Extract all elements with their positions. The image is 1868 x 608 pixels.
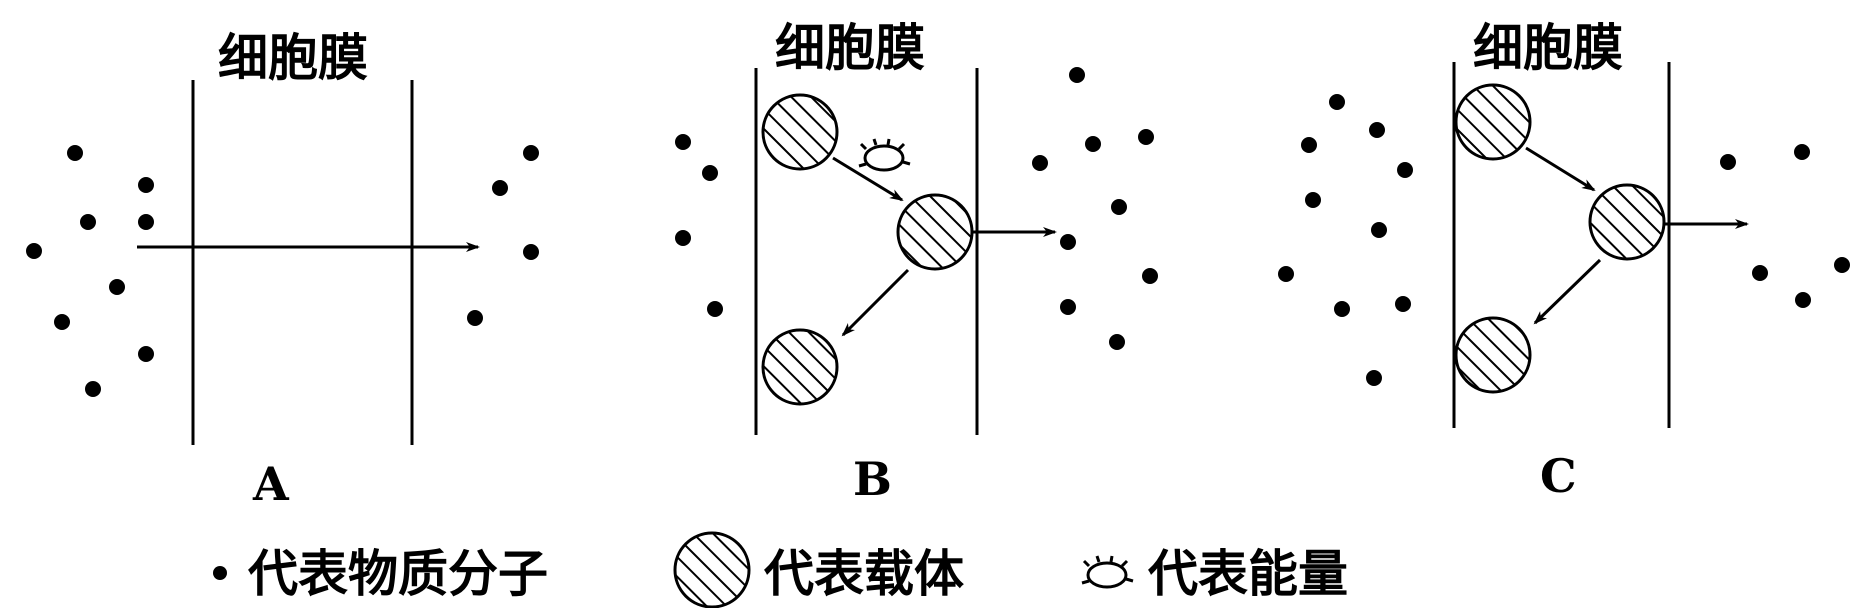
molecule-dot <box>467 310 483 326</box>
molecule-dot <box>675 230 691 246</box>
molecule-dot <box>1109 334 1125 350</box>
molecule-dot <box>1366 370 1382 386</box>
molecule-dot <box>54 314 70 330</box>
molecule-dot <box>523 244 539 260</box>
molecule-dot <box>1752 265 1768 281</box>
legend-energy-label: 代表能量 <box>1147 545 1348 603</box>
molecule-dot <box>702 165 718 181</box>
molecule-dot <box>1142 268 1158 284</box>
molecule-dot <box>1395 296 1411 312</box>
panel-letter-a: A <box>252 457 290 511</box>
molecule-dot <box>1138 129 1154 145</box>
molecule-dot <box>1720 154 1736 170</box>
molecule-dot <box>1060 299 1076 315</box>
molecule-dot <box>1834 257 1850 273</box>
legend-carrier-label: 代表载体 <box>763 545 964 603</box>
carrier-move-arrow-c-2 <box>1533 258 1602 325</box>
molecule-dot <box>26 243 42 259</box>
molecule-dot <box>138 214 154 230</box>
molecule-dot <box>80 214 96 230</box>
energy-icon <box>858 138 911 172</box>
membrane-label-a: 细胞膜 <box>218 29 368 87</box>
molecule-dot <box>707 301 723 317</box>
molecule-dot <box>492 180 508 196</box>
molecule-dot <box>85 381 101 397</box>
membrane-label-b: 细胞膜 <box>775 19 925 77</box>
molecule-dot <box>1794 144 1810 160</box>
carrier-b-top <box>761 93 839 171</box>
panel-letter-c: C <box>1540 449 1577 503</box>
molecule-dot <box>1369 122 1385 138</box>
carrier-b-middle <box>896 193 974 271</box>
molecules-a <box>26 145 539 397</box>
legend-molecule-label: 代表物质分子 <box>247 545 548 603</box>
molecule-dot <box>1329 94 1345 110</box>
carrier-b-bottom <box>761 328 839 406</box>
legend-energy-icon <box>1081 555 1134 589</box>
carrier-move-arrow-c-1 <box>1525 146 1596 192</box>
molecule-dot <box>138 346 154 362</box>
molecule-dot <box>138 177 154 193</box>
molecule-dot <box>67 145 83 161</box>
molecule-dot <box>1397 162 1413 178</box>
carrier-c-middle <box>1588 183 1666 261</box>
molecules-c <box>1278 94 1850 386</box>
molecule-dot <box>1795 292 1811 308</box>
molecule-dot <box>1278 266 1294 282</box>
membrane-label-c: 细胞膜 <box>1473 19 1623 77</box>
molecule-dot <box>1060 234 1076 250</box>
panel-letter-b: B <box>853 452 892 506</box>
molecule-dot <box>1371 222 1387 238</box>
panel-b: 细胞膜 <box>675 19 1158 506</box>
carrier-move-arrow-b-2 <box>841 268 910 337</box>
carrier-c-top <box>1454 83 1532 161</box>
legend: 代表物质分子 代表载体 代表能量 <box>213 531 1348 608</box>
molecule-dot <box>675 134 691 150</box>
carrier-c-bottom <box>1454 316 1532 394</box>
molecule-dot <box>523 145 539 161</box>
molecule-dot <box>1111 199 1127 215</box>
molecule-dot <box>1334 301 1350 317</box>
carrier-move-arrow-b-1 <box>832 156 904 202</box>
molecule-dot <box>1305 192 1321 208</box>
panel-c: 细胞膜 C <box>1278 19 1850 503</box>
legend-carrier-icon <box>673 531 751 608</box>
molecule-dot <box>1069 67 1085 83</box>
molecule-dot <box>1085 136 1101 152</box>
molecules-b <box>675 67 1158 350</box>
panel-a: 细胞膜 A <box>26 29 539 511</box>
molecule-dot <box>1032 155 1048 171</box>
molecule-dot <box>109 279 125 295</box>
legend-molecule-dot <box>213 566 227 580</box>
molecule-dot <box>1301 137 1317 153</box>
